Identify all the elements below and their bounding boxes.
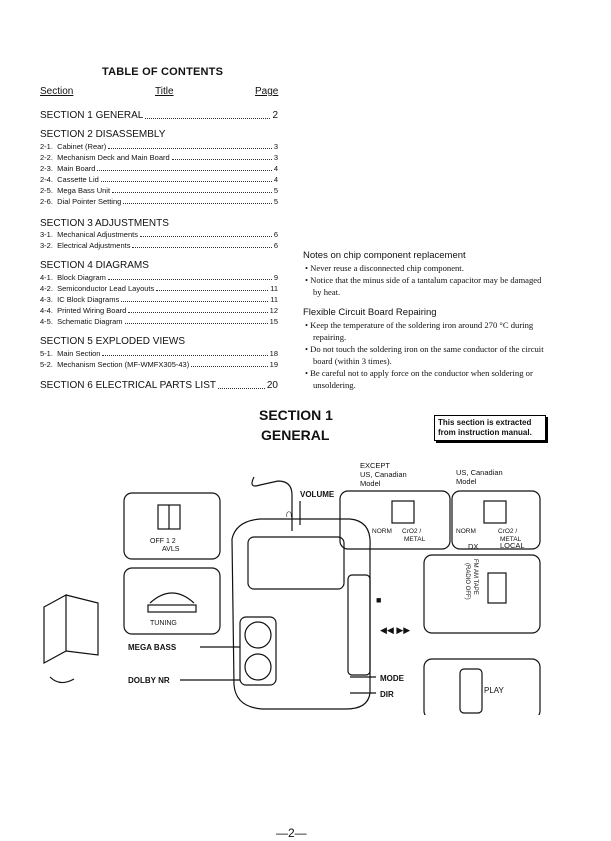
chip-notes-title: Notes on chip component replacement	[303, 250, 466, 261]
except-label: US, Canadian	[360, 470, 407, 479]
tuning-arrow-icon	[149, 592, 195, 604]
us-model-inset-box	[451, 490, 541, 550]
toc-entry-label: SECTION 1 GENERAL	[40, 110, 144, 121]
side-control-panel	[347, 574, 371, 676]
dolby-nr-label: DOLBY NR	[128, 676, 170, 685]
metal-label: METAL	[500, 536, 522, 543]
cassette-player-diagram: OFF 1 2 AVLS TUNING MEGA BASS DOLBY NR V…	[43, 461, 541, 715]
toc-col-page: Page	[255, 86, 279, 97]
avls-positions-label: OFF 1 2	[150, 538, 176, 545]
clip-arrow-icon	[49, 676, 75, 684]
belt-clip-drawing	[43, 593, 67, 665]
mode-label: MODE	[380, 674, 405, 683]
fm-am-tape-label: FM AM TAPE	[472, 559, 478, 595]
toc-entry-label: SECTION 6 ELECTRICAL PARTS LIST	[40, 380, 216, 391]
flex-notes-title: Flexible Circuit Board Repairing	[303, 307, 437, 318]
section-title: SECTION 1	[259, 407, 333, 423]
avls-inset-box	[123, 492, 221, 560]
list-item: • Do not touch the soldering iron on the…	[305, 344, 544, 366]
list-item: • Notice that the minus side of a tantal…	[305, 275, 542, 297]
list-item: • Keep the temperature of the soldering …	[305, 320, 534, 342]
dir-label: DIR	[380, 690, 394, 699]
tuning-label: TUNING	[150, 620, 177, 627]
list-item: • Never reuse a disconnected chip compon…	[305, 263, 464, 273]
toc-entry[interactable]: 5-2. Mechanism Section (MF-WMFX305-43)19	[40, 360, 278, 369]
tuning-inset-box	[123, 567, 221, 635]
play-button	[459, 668, 483, 714]
toc-section-heading: SECTION 2 DISASSEMBLY	[40, 129, 166, 140]
headphone-cable	[251, 476, 293, 531]
avls-label: AVLS	[162, 546, 180, 553]
extract-note-line: This section is extracted	[438, 418, 532, 427]
toc-entry[interactable]: SECTION 6 ELECTRICAL PARTS LIST 20	[40, 380, 278, 392]
volume-label: VOLUME	[300, 490, 335, 499]
dx-label: DX	[468, 542, 478, 551]
section-subtitle: GENERAL	[261, 427, 330, 443]
toc-section-heading: SECTION 4 DIAGRAMS	[40, 260, 149, 271]
tape-select-inset-box	[339, 490, 451, 550]
norm-label: NORM	[456, 528, 476, 535]
toc-col-section: Section	[40, 86, 74, 97]
headphone-icon: ∩	[285, 508, 293, 520]
chip-notes-list: • Never reuse a disconnected chip compon…	[303, 262, 548, 298]
toc-entry[interactable]: SECTION 1 GENERAL 2	[40, 110, 278, 122]
cassette-player-body	[231, 518, 371, 710]
cro2-label: CrO2 /	[498, 528, 517, 535]
toc-entry-page: 2	[272, 110, 278, 121]
mega-bass-button	[244, 621, 272, 649]
radio-switch-inset-box	[423, 554, 541, 634]
ff-rew-icon: ◀◀ ▶▶	[380, 625, 410, 635]
mega-bass-label: MEGA BASS	[128, 643, 177, 652]
local-label: LOCAL	[500, 541, 525, 550]
toc-entry-page: 20	[266, 380, 278, 391]
toc-section-heading: SECTION 3 ADJUSTMENTS	[40, 218, 169, 229]
page-number: —2—	[276, 826, 307, 840]
toc-col-title: Title	[155, 86, 174, 97]
except-label: EXCEPT	[360, 461, 390, 470]
flex-notes-list: • Keep the temperature of the soldering …	[303, 319, 548, 391]
us-model-label: Model	[456, 477, 477, 486]
dolby-nr-button	[244, 653, 272, 681]
extract-note-box: This section is extracted from instructi…	[434, 415, 546, 441]
toc-section-heading: SECTION 5 EXPLODED VIEWS	[40, 336, 186, 347]
toc-title: TABLE OF CONTENTS	[102, 66, 224, 78]
norm-label: NORM	[372, 528, 392, 535]
play-inset-box	[423, 658, 541, 715]
us-model-label: US, Canadian	[456, 468, 503, 477]
toc-entry[interactable]: 2-1. Cabinet (Rear)3	[40, 142, 278, 151]
tuning-wheel-icon	[147, 604, 197, 613]
extract-note-line: from instruction manual.	[438, 428, 532, 437]
stop-icon: ■	[376, 595, 381, 605]
radio-off-label: (RADIO OFF)	[464, 563, 470, 600]
metal-label: METAL	[404, 536, 426, 543]
cassette-window	[247, 536, 345, 590]
except-label: Model	[360, 479, 381, 488]
list-item: • Be careful not to apply force on the c…	[305, 368, 533, 390]
cro2-label: CrO2 /	[402, 528, 421, 535]
play-label: PLAY	[484, 686, 505, 695]
